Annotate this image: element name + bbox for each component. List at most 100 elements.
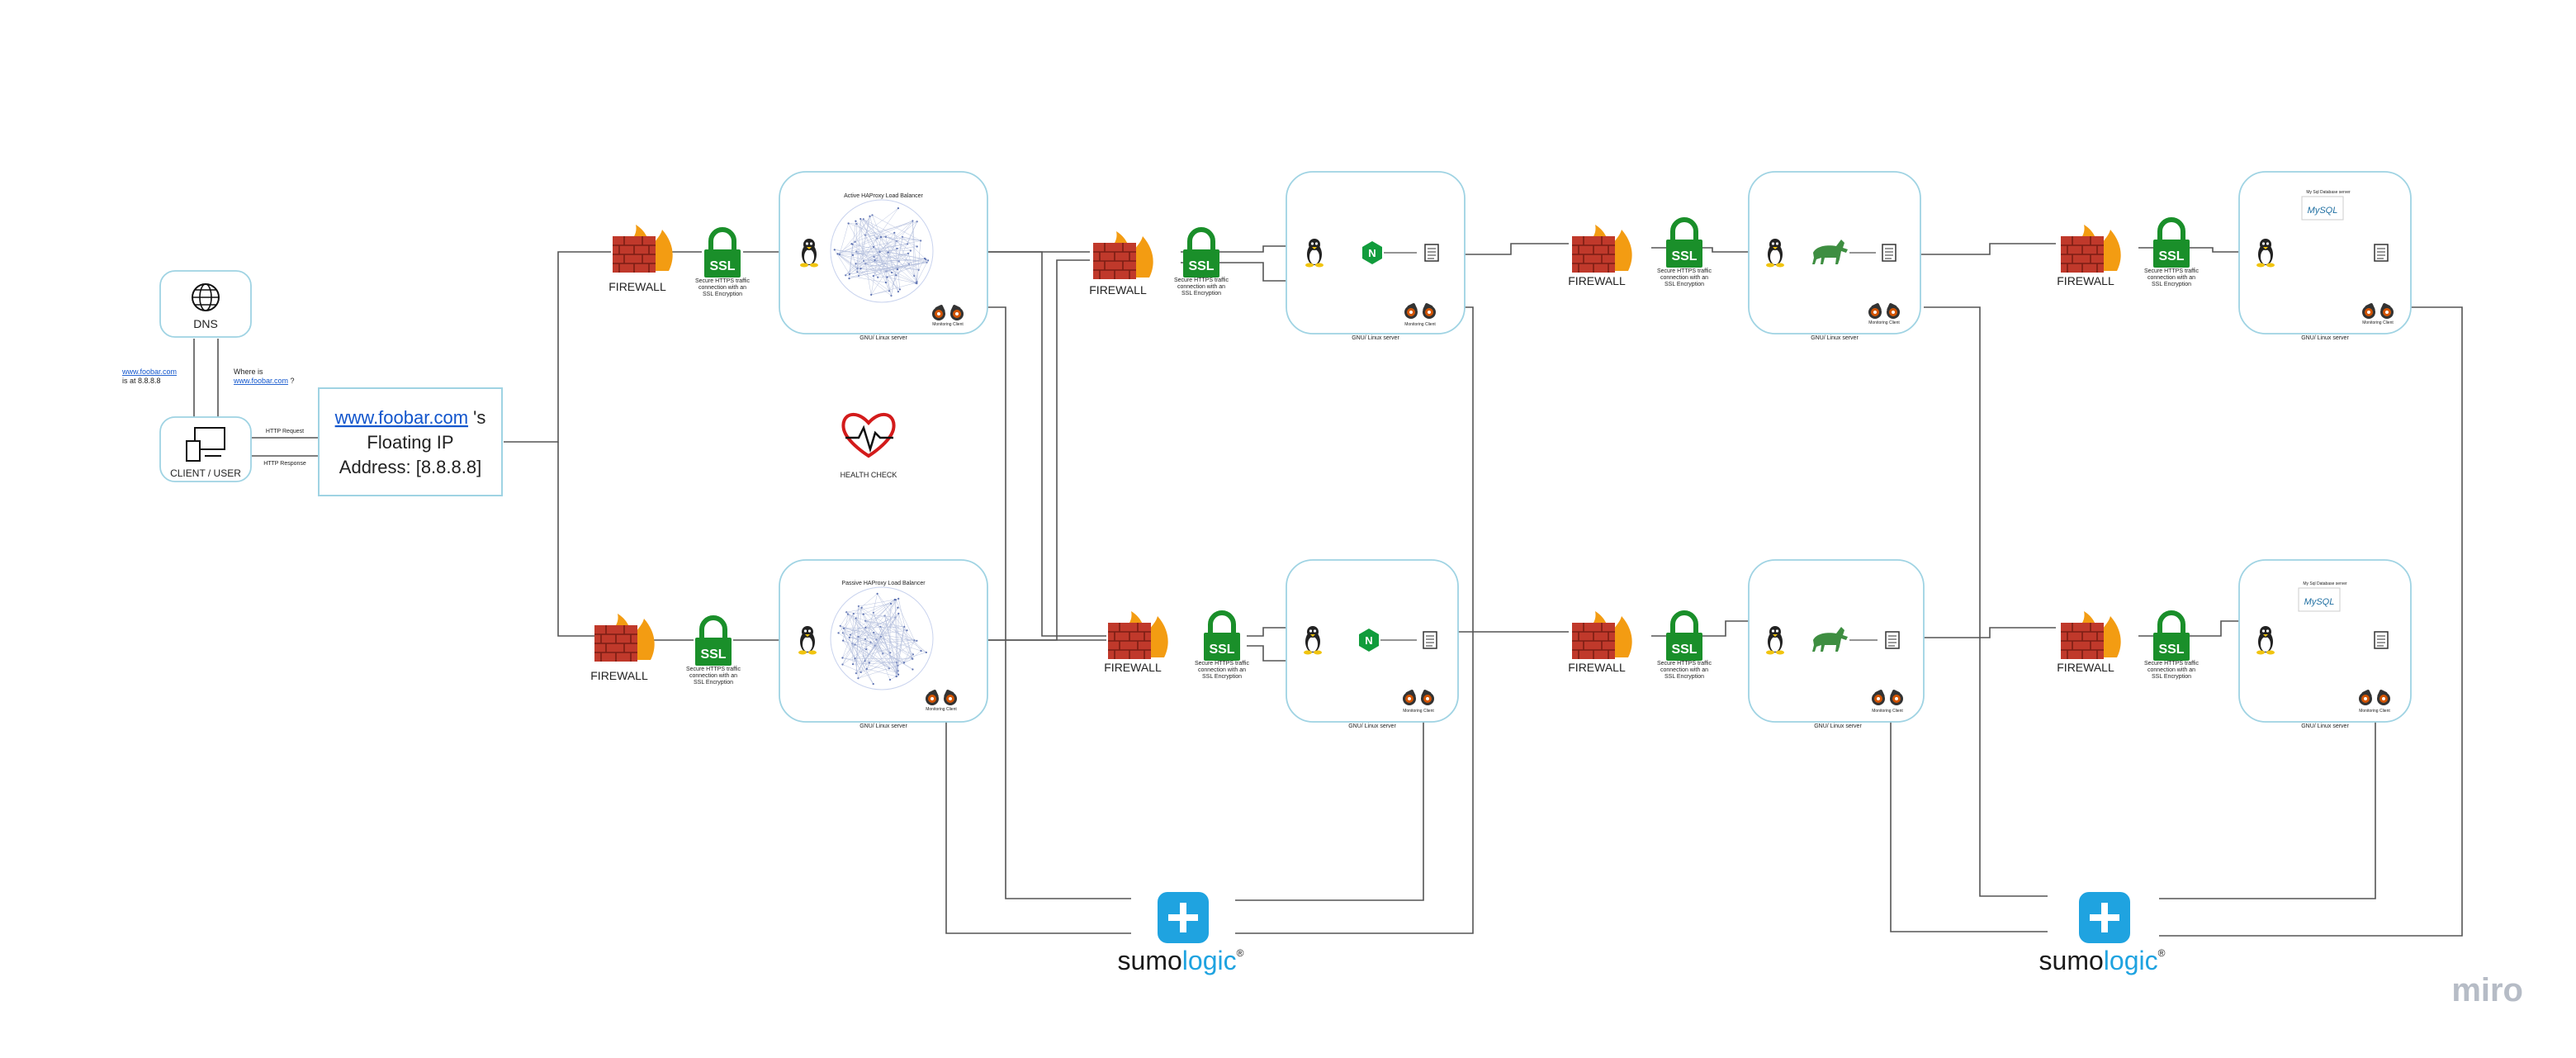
globe-icon (192, 283, 220, 311)
firewall-web-bottom[interactable]: FIREWALL (1104, 610, 1169, 674)
dns-answer-domain[interactable]: www.foobar.com (121, 368, 177, 376)
floating-ip-line3: Address: [8.8.8.8] (339, 457, 481, 477)
firewall-app-bottom[interactable]: FIREWALL (1568, 610, 1633, 674)
svg-text:FIREWALL: FIREWALL (2057, 661, 2114, 674)
floating-ip-box[interactable]: www.foobar.com 's Floating IP Address: [… (318, 387, 503, 496)
firewall-edge-bottom[interactable]: FIREWALL (590, 613, 656, 682)
mysql-logo-icon (2301, 196, 2344, 221)
svg-text:SSL: SSL (1671, 643, 1697, 657)
web-server-bottom[interactable]: N Monitoring Client GNU/ Linux server (1286, 559, 1459, 729)
svg-text:GNU/ Linux server: GNU/ Linux server (1814, 724, 1862, 729)
svg-text:connection with an: connection with an (1198, 667, 1246, 673)
svg-text:FIREWALL: FIREWALL (1089, 283, 1147, 297)
ssl-edge-bottom[interactable]: SSL Secure HTTPS traffic connection with… (686, 618, 741, 686)
svg-text:SSL: SSL (700, 648, 726, 662)
firewall-icon (1092, 230, 1154, 280)
svg-text:Secure HTTPS traffic: Secure HTTPS traffic (695, 278, 751, 284)
svg-text:FIREWALL: FIREWALL (1104, 661, 1162, 674)
svg-text:FIREWALL: FIREWALL (1568, 661, 1626, 674)
svg-text:SSL Encryption: SSL Encryption (2152, 674, 2191, 680)
dns-node[interactable]: DNS (159, 270, 252, 338)
svg-text:SSL Encryption: SSL Encryption (703, 292, 742, 297)
svg-text:FIREWALL: FIREWALL (608, 280, 666, 293)
document-icon (1882, 244, 1896, 262)
svg-text:SSL Encryption: SSL Encryption (1664, 282, 1704, 287)
ssl-app-bottom[interactable]: SSL Secure HTTPS traffic connection with… (1657, 613, 1712, 680)
svg-text:SSL: SSL (2158, 249, 2184, 263)
sumologic-wordmark: sumologic® (2039, 946, 2166, 975)
client-label: CLIENT / USER (170, 467, 241, 479)
devices-icon (186, 427, 225, 462)
ssl-web-bottom[interactable]: SSL Secure HTTPS traffic connection with… (1195, 613, 1250, 680)
svg-text:FIREWALL: FIREWALL (1568, 274, 1626, 287)
db-server-top[interactable]: My Sql Database server MySQL Monitoring … (2238, 171, 2412, 341)
svg-text:connection with an: connection with an (2147, 667, 2195, 673)
svg-text:SSL Encryption: SSL Encryption (1664, 674, 1704, 680)
svg-text:Monitoring Client: Monitoring Client (2362, 320, 2394, 325)
connection-lines (193, 243, 2463, 937)
svg-text:connection with an: connection with an (698, 285, 746, 291)
svg-text:SSL: SSL (2158, 643, 2184, 657)
sumologic-right[interactable]: sumologic® (2039, 892, 2166, 975)
svg-text:Monitoring Client: Monitoring Client (1404, 322, 1436, 327)
firewall-edge-top[interactable]: FIREWALL (608, 224, 674, 293)
svg-text:Secure HTTPS traffic: Secure HTTPS traffic (1195, 661, 1250, 667)
network-mesh-icon (830, 586, 934, 690)
ssl-edge-top[interactable]: SSL Secure HTTPS traffic connection with… (695, 230, 751, 297)
svg-text:Monitoring Client: Monitoring Client (926, 707, 957, 712)
svg-text:My Sql Database server: My Sql Database server (2306, 190, 2351, 195)
svg-text:GNU/ Linux server: GNU/ Linux server (1348, 724, 1396, 729)
document-icon (1424, 244, 1439, 262)
web-server-top[interactable]: N Monitoring Client GNU/ Linux server (1286, 171, 1466, 341)
firewall-db-bottom[interactable]: FIREWALL (2057, 610, 2122, 674)
svg-text:Secure HTTPS traffic: Secure HTTPS traffic (686, 667, 741, 672)
passive-load-balancer[interactable]: Passive HAProxy Load Balancer Monitoring… (779, 559, 988, 729)
firewall-icon (1571, 610, 1633, 660)
app-server-bottom[interactable]: Monitoring Client GNU/ Linux server (1748, 559, 1925, 729)
svg-text:GNU/ Linux server: GNU/ Linux server (1811, 335, 1859, 341)
svg-text:Passive HAProxy Load Balancer: Passive HAProxy Load Balancer (841, 581, 926, 586)
svg-text:SSL: SSL (1671, 249, 1697, 263)
http-response-label: HTTP Response (263, 461, 306, 467)
firewall-app-top[interactable]: FIREWALL (1568, 224, 1633, 287)
svg-text:connection with an: connection with an (1177, 284, 1225, 290)
ssl-app-top[interactable]: SSL Secure HTTPS traffic connection with… (1657, 220, 1712, 287)
document-icon (2374, 244, 2389, 262)
miro-watermark: miro (2451, 972, 2523, 1008)
svg-text:GNU/ Linux server: GNU/ Linux server (1352, 335, 1399, 341)
document-icon (1423, 631, 1437, 649)
firewall-icon (2060, 610, 2122, 660)
firewall-db-top[interactable]: FIREWALL (2057, 224, 2122, 287)
app-server-top[interactable]: Monitoring Client GNU/ Linux server (1748, 171, 1921, 341)
ssl-web-top[interactable]: SSL Secure HTTPS traffic connection with… (1174, 230, 1229, 297)
svg-text:N: N (1365, 634, 1372, 647)
client-node[interactable]: CLIENT / USER (159, 416, 252, 482)
mysql-logo-icon (2298, 587, 2341, 612)
document-icon (1885, 631, 1900, 649)
svg-text:Secure HTTPS traffic: Secure HTTPS traffic (1174, 278, 1229, 283)
ssl-db-bottom[interactable]: SSL Secure HTTPS traffic connection with… (2144, 613, 2200, 680)
svg-text:Monitoring Client: Monitoring Client (1872, 709, 1903, 714)
floating-ip-line2: Floating IP (367, 432, 453, 453)
sumologic-left[interactable]: sumologic® (1118, 892, 1244, 975)
firewall-icon (2060, 224, 2122, 273)
svg-text:MySQL: MySQL (2304, 597, 2335, 607)
svg-text:SSL Encryption: SSL Encryption (694, 680, 733, 686)
firewall-icon (1571, 224, 1633, 273)
http-request-label: HTTP Request (266, 429, 304, 434)
svg-text:Monitoring Client: Monitoring Client (932, 322, 964, 327)
svg-text:SSL: SSL (709, 259, 735, 273)
db-server-bottom[interactable]: My Sql Database server MySQL Monitoring … (2238, 559, 2412, 729)
firewall-web-top[interactable]: FIREWALL (1089, 230, 1154, 297)
ssl-db-top[interactable]: SSL Secure HTTPS traffic connection with… (2144, 220, 2200, 287)
firewall-icon (594, 613, 656, 662)
active-load-balancer[interactable]: Active HAProxy Load Balancer Monitoring … (779, 171, 988, 341)
document-icon (2374, 631, 2389, 649)
svg-text:GNU/ Linux server: GNU/ Linux server (2301, 335, 2349, 341)
svg-text:Monitoring Client: Monitoring Client (1403, 709, 1434, 714)
svg-text:SSL: SSL (1188, 259, 1214, 273)
heart-icon (841, 412, 896, 458)
svg-text:connection with an: connection with an (2147, 275, 2195, 281)
svg-text:Monitoring Client: Monitoring Client (2359, 709, 2390, 714)
